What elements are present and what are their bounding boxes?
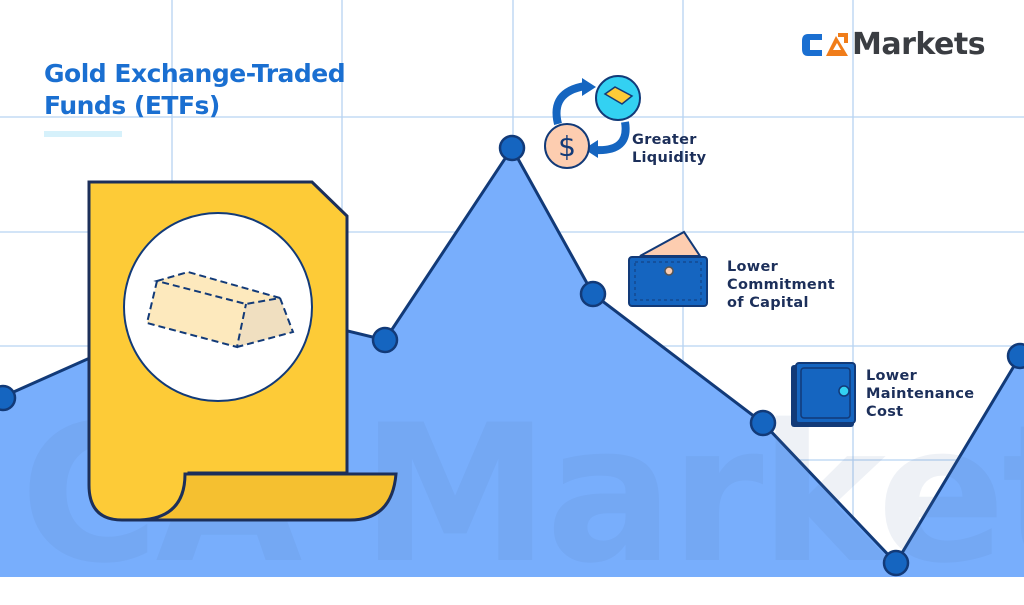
label-line: Liquidity xyxy=(632,150,707,166)
wallet-icon xyxy=(628,230,708,307)
label-line: Greater xyxy=(632,132,697,148)
gold-dollar-exchange-icon: $ xyxy=(544,75,641,169)
svg-text:$: $ xyxy=(558,130,576,163)
trend-point xyxy=(1006,342,1024,370)
logo-text: Markets xyxy=(852,27,986,62)
label-line: Commitment xyxy=(727,277,835,293)
title-line: Gold Exchange-Traded xyxy=(44,59,346,88)
trend-point xyxy=(882,549,910,577)
page-title: Gold Exchange-Traded Funds (ETFs) xyxy=(44,58,346,122)
label-line: Cost xyxy=(866,404,904,420)
ca-logo-mark-icon xyxy=(802,33,848,56)
trend-point xyxy=(0,384,17,412)
trend-point xyxy=(579,280,607,308)
title-underline xyxy=(44,131,122,137)
gold-bar-document-icon xyxy=(87,180,398,522)
trend-point xyxy=(371,326,399,354)
title-line: Funds (ETFs) xyxy=(44,91,220,120)
brand-logo: Markets xyxy=(800,27,986,62)
trend-points xyxy=(0,134,1024,577)
label-line: Lower xyxy=(866,368,918,384)
label-line: of Capital xyxy=(727,295,809,311)
trend-point xyxy=(498,134,526,162)
label-line: Maintenance xyxy=(866,386,975,402)
label-line: Lower xyxy=(727,259,779,275)
safe-icon xyxy=(791,362,856,427)
trend-point xyxy=(749,409,777,437)
